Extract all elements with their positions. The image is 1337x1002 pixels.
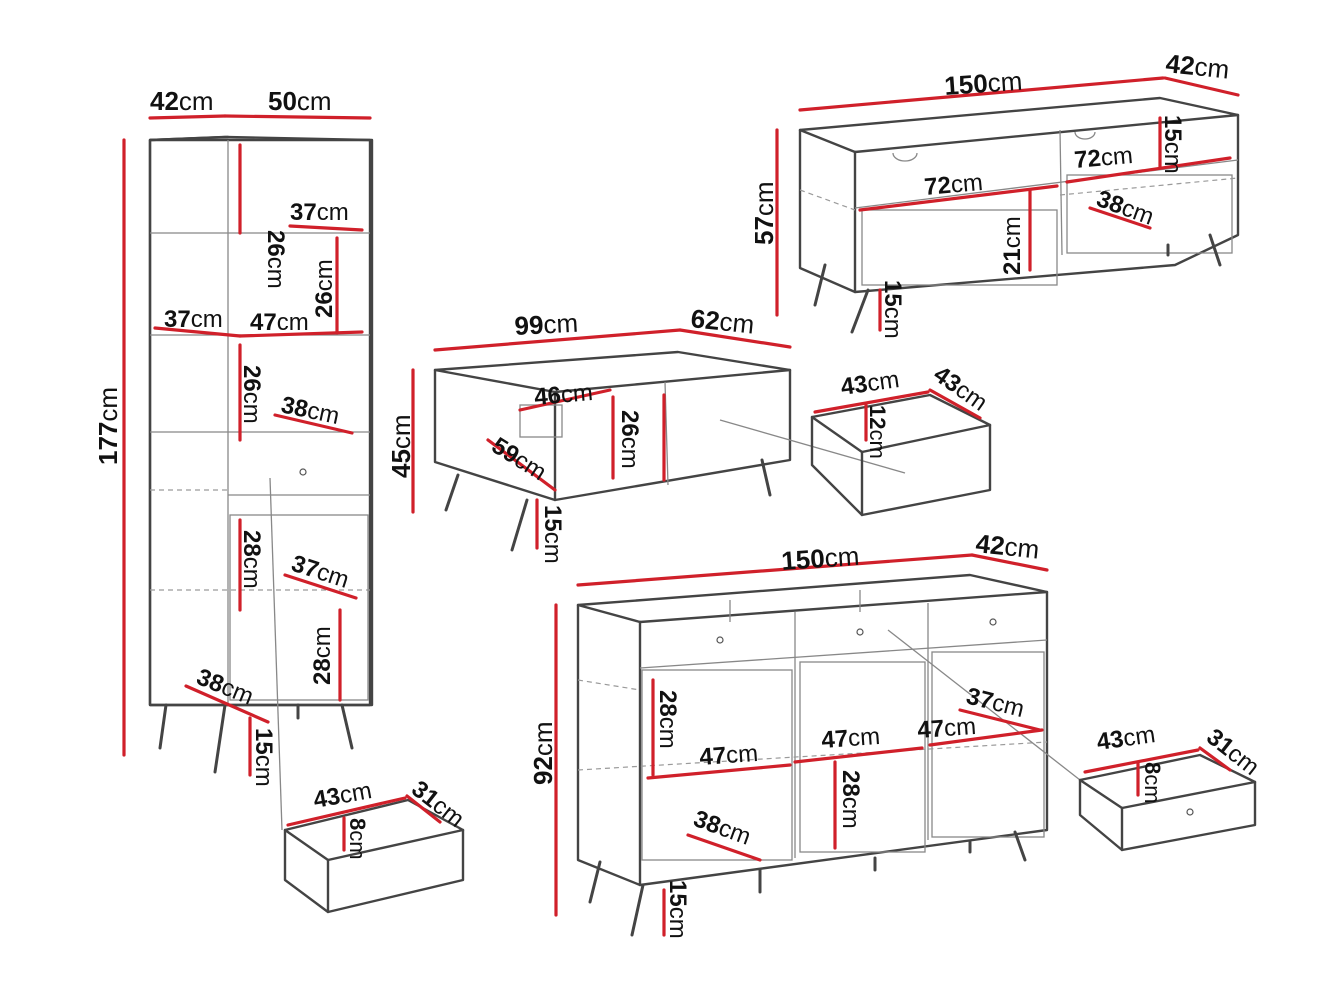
tv-stand xyxy=(798,96,1240,334)
tall-shelf-d3-label: 38cm xyxy=(279,391,342,430)
table-inner-d-label: 59cm xyxy=(487,432,551,486)
tall-door-h2-label: 28cm xyxy=(309,626,336,685)
table-width-label: 99cm xyxy=(514,308,579,341)
tall-shelf-w1-label: 37cm xyxy=(290,199,349,226)
sideboard-h1-label: 28cm xyxy=(654,690,681,749)
tv-width-label: 150cm xyxy=(943,66,1023,101)
sideboard-w2-label: 47cm xyxy=(821,723,881,754)
coffee-drawer-detail: 43cm 43cm 12cm xyxy=(810,361,992,517)
tv-left-w-label: 72cm xyxy=(923,169,984,201)
tall-shelf-w2-label: 47cm xyxy=(250,309,309,336)
sideboard-drawer-width-label: 43cm xyxy=(1095,721,1157,756)
sideboard-w3-label: 47cm xyxy=(917,713,977,744)
tv-top-h-label: 15cm xyxy=(1159,115,1186,174)
tall-door-h1-label: 28cm xyxy=(238,530,265,589)
tv-right-w-label: 72cm xyxy=(1073,142,1134,174)
sideboard-h2-label: 28cm xyxy=(837,770,864,829)
sideboard-d2-label: 38cm xyxy=(690,805,754,850)
tall-drawer-width-label: 43cm xyxy=(311,777,373,814)
tall-drawer-detail: 43cm 31cm 8cm xyxy=(283,775,469,914)
coffee-drawer-height-label: 12cm xyxy=(865,405,890,459)
coffee-table-labels: 99cm 62cm 45cm 46cm 26cm 59cm 15cm xyxy=(386,303,756,564)
coffee-drawer-width-label: 43cm xyxy=(839,366,901,401)
tv-inner-d-label: 38cm xyxy=(1093,185,1157,230)
table-leg-label: 15cm xyxy=(539,505,566,564)
tv-stand-dimensions xyxy=(775,76,1240,332)
tall-height-label: 177cm xyxy=(93,387,123,465)
sideboard-leg-label: 15cm xyxy=(664,880,691,939)
tv-inner-h-label: 21cm xyxy=(999,216,1026,275)
sideboard-depth-label: 42cm xyxy=(974,528,1040,564)
tall-shelf-h3-label: 26cm xyxy=(238,365,265,424)
sideboard-w1-label: 47cm xyxy=(699,740,759,771)
tall-cabinet-dimensions xyxy=(122,114,372,777)
tall-width-label: 50cm xyxy=(268,86,332,116)
sideboard-drawer-detail: 43cm 31cm 8cm xyxy=(1078,721,1264,852)
tall-drawer-height-label: 8cm xyxy=(345,818,370,860)
tv-depth-label: 42cm xyxy=(1164,48,1230,84)
table-inner-h-label: 26cm xyxy=(616,410,643,469)
tall-cabinet xyxy=(148,135,374,831)
tv-leg-label: 15cm xyxy=(879,280,906,339)
tall-shelf-h2-label: 26cm xyxy=(311,259,338,318)
sideboard-drawer-height-label: 8cm xyxy=(1140,762,1165,804)
coffee-table-dimensions xyxy=(411,328,792,550)
table-niche-w-label: 46cm xyxy=(533,379,594,411)
sideboard xyxy=(576,573,1081,937)
tall-depth-label: 42cm xyxy=(150,86,214,116)
table-height-label: 45cm xyxy=(386,414,416,478)
sideboard-dimensions xyxy=(554,553,1049,937)
sideboard-height-label: 92cm xyxy=(528,721,558,785)
tall-cabinet-labels: 42cm 50cm 177cm 26cm 37cm 26cm 37cm 47cm… xyxy=(93,86,352,787)
tall-shelf-d2-label: 37cm xyxy=(164,306,223,333)
sideboard-labels: 150cm 42cm 92cm 28cm 47cm 47cm 47cm 37cm… xyxy=(528,528,1041,939)
table-depth-label: 62cm xyxy=(689,303,755,339)
tall-leg-label: 15cm xyxy=(250,728,277,787)
sideboard-width-label: 150cm xyxy=(780,541,860,576)
tv-height-label: 57cm xyxy=(749,181,779,245)
tall-shelf-h1-label: 26cm xyxy=(262,230,289,289)
